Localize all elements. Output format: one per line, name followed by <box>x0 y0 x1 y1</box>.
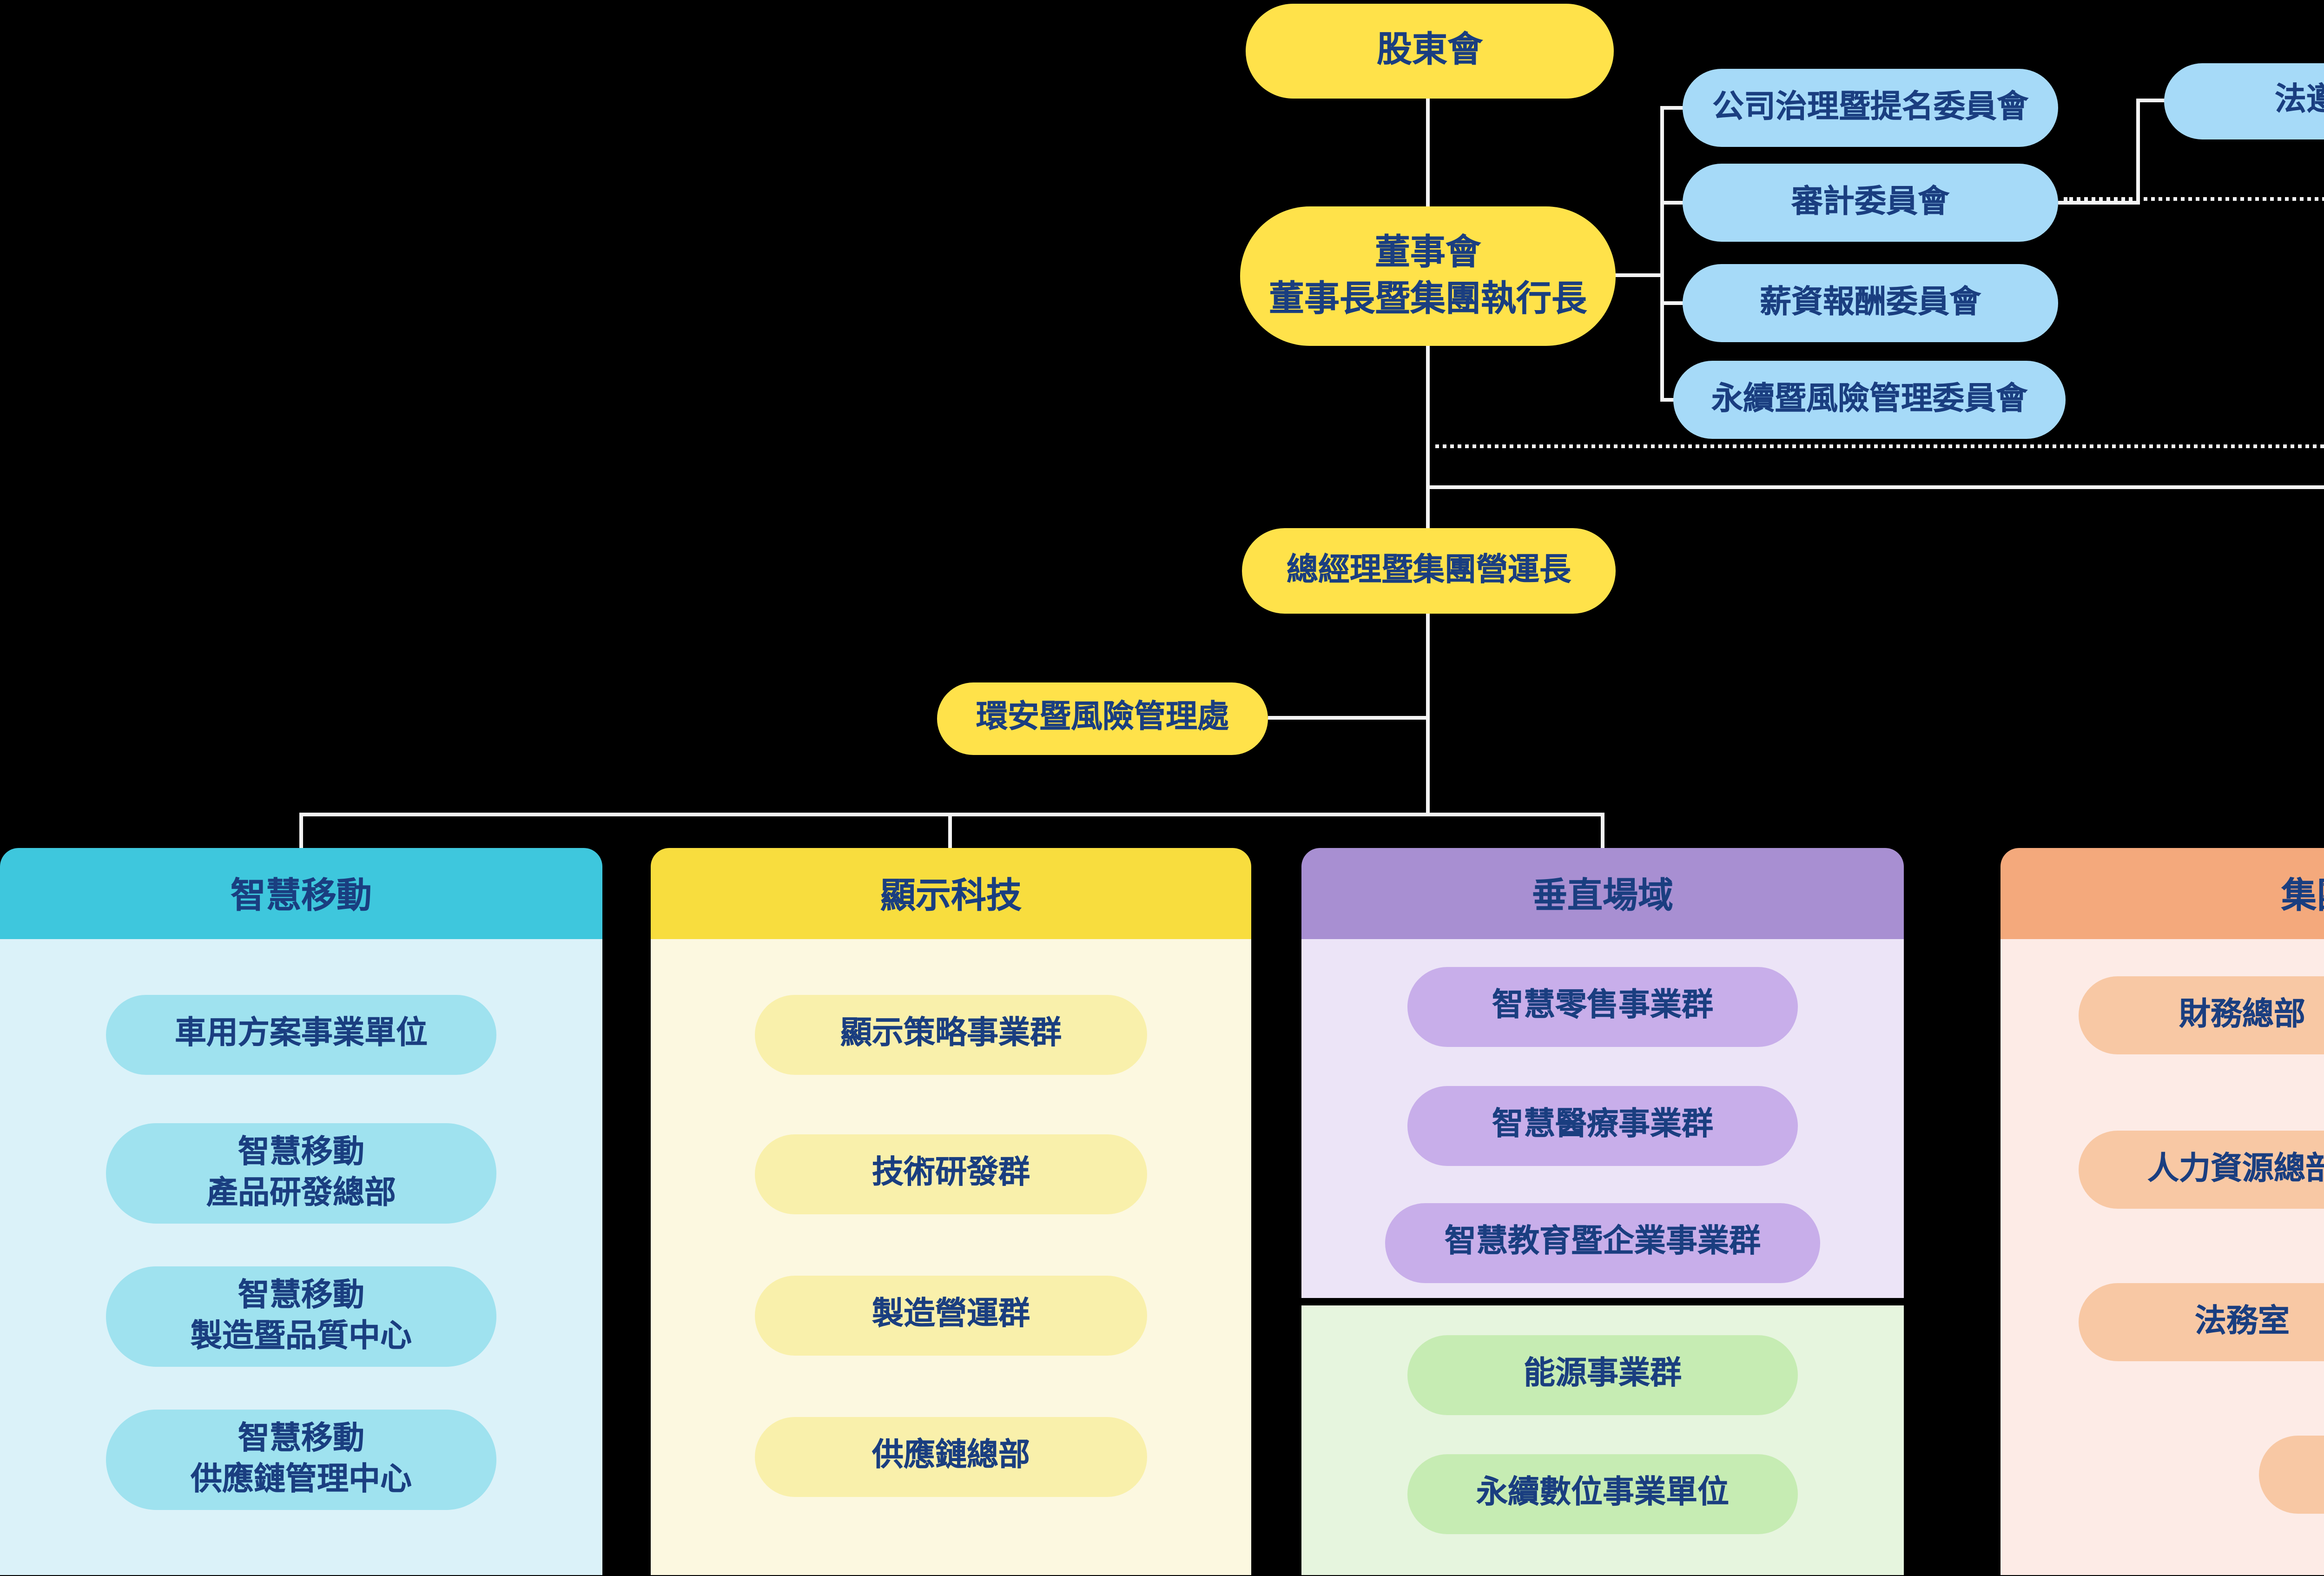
connector-drop-mobility <box>299 813 303 850</box>
node-board: 董事會 董事長暨集團執行長 <box>1240 206 1616 346</box>
unit-label: 智慧醫療事業群 <box>1492 1107 1713 1145</box>
node-compliance-counsel: 法遵總顧問 <box>2164 63 2324 139</box>
connector-committee-stub-3 <box>1660 301 1686 305</box>
unit-mobility-product-rd: 智慧移動 產品研發總部 <box>106 1123 496 1224</box>
unit-label: 財務總部 <box>2179 996 2305 1034</box>
unit-smart-education-enterprise: 智慧教育暨企業事業群 <box>1385 1203 1820 1283</box>
committee-label: 薪資報酬委員會 <box>1760 284 1981 322</box>
connector-board-committees <box>1614 273 1664 277</box>
unit-manufacturing-ops: 製造營運群 <box>755 1276 1147 1356</box>
committee-governance-nomination: 公司治理暨提名委員會 <box>1683 69 2058 147</box>
unit-label-2: 製造暨品質中心 <box>191 1318 412 1356</box>
division-title: 智慧移動 <box>230 876 372 917</box>
unit-label: 法務室 <box>2195 1303 2290 1341</box>
unit-label: 車用方案事業單位 <box>175 1016 428 1053</box>
node-shareholders-label: 股東會 <box>1376 30 1483 71</box>
unit-finance-hq: 財務總部 <box>2079 976 2324 1054</box>
unit-label: 永續數位事業單位 <box>1476 1475 1729 1513</box>
division-card-display-tech: 顯示科技 <box>651 848 1251 1575</box>
connector-risk-office <box>1268 716 1428 720</box>
unit-sustainable-digital: 永續數位事業單位 <box>1407 1454 1798 1534</box>
connector-committee-spine <box>1660 106 1664 402</box>
unit-legal-office: 法務室 <box>2079 1283 2324 1361</box>
unit-label-1: 智慧移動 <box>238 1420 364 1458</box>
unit-label-2: 產品研發總部 <box>206 1175 396 1212</box>
division-header-smart-mobility: 智慧移動 <box>0 848 602 939</box>
unit-audit-office: 稽核管理處 <box>2259 1436 2324 1514</box>
node-compliance-label: 法遵總顧問 <box>2275 82 2324 120</box>
connector-committee-stub-1 <box>1660 106 1686 110</box>
node-board-label-2: 董事長暨集團執行長 <box>1268 278 1587 319</box>
unit-mobility-supply-chain: 智慧移動 供應鏈管理中心 <box>106 1410 496 1510</box>
unit-label: 人力資源總部 <box>2147 1151 2324 1188</box>
unit-label: 能源事業群 <box>1524 1356 1682 1394</box>
node-president-coo: 總經理暨集團營運長 <box>1242 528 1616 614</box>
connector-audit-compliance <box>2136 99 2166 102</box>
unit-label: 技術研發群 <box>872 1155 1030 1193</box>
unit-label: 供應鏈總部 <box>872 1438 1030 1476</box>
unit-display-strategy: 顯示策略事業群 <box>755 995 1147 1075</box>
unit-automotive-solutions: 車用方案事業單位 <box>106 995 496 1075</box>
committee-audit: 審計委員會 <box>1683 164 2058 242</box>
connector-support-horizontal <box>1426 485 2324 489</box>
committee-sustainability-risk: 永續暨風險管理委員會 <box>1673 361 2066 439</box>
division-header-display-tech: 顯示科技 <box>651 848 1251 939</box>
connector-committee-stub-2 <box>1660 201 1686 205</box>
unit-label: 智慧教育暨企業事業群 <box>1445 1224 1761 1262</box>
committee-label: 公司治理暨提名委員會 <box>1712 89 2028 126</box>
unit-label-1: 智慧移動 <box>238 1134 364 1172</box>
dotted-compliance-horizontal <box>1426 444 2324 448</box>
unit-smart-retail: 智慧零售事業群 <box>1407 967 1798 1047</box>
division-title: 垂直場域 <box>1532 876 1673 917</box>
unit-label-2: 供應鏈管理中心 <box>191 1462 412 1499</box>
division-title: 顯示科技 <box>880 876 1022 917</box>
unit-supply-chain-hq: 供應鏈總部 <box>755 1417 1147 1497</box>
unit-energy: 能源事業群 <box>1407 1335 1798 1415</box>
unit-hr-hq: 人力資源總部 <box>2079 1131 2324 1209</box>
unit-label: 製造營運群 <box>872 1297 1030 1334</box>
connector-audit-up <box>2136 100 2140 205</box>
committee-label: 審計委員會 <box>1791 184 1949 221</box>
unit-mobility-mfg-quality: 智慧移動 製造暨品質中心 <box>106 1266 496 1367</box>
division-header-group-support: 集團營運支援單位 <box>2000 848 2324 939</box>
division-header-vertical-domains: 垂直場域 <box>1301 848 1904 939</box>
connector-audit-right <box>2058 201 2140 205</box>
node-shareholders: 股東會 <box>1246 4 1614 99</box>
connector-drop-display <box>948 813 952 850</box>
node-president-label: 總經理暨集團營運長 <box>1287 552 1571 589</box>
connector-shareholders-board <box>1426 95 1430 208</box>
connector-drop-vertical-domain <box>1601 813 1604 850</box>
unit-smart-medical: 智慧醫療事業群 <box>1407 1086 1798 1166</box>
unit-label: 智慧零售事業群 <box>1492 988 1713 1026</box>
committee-compensation: 薪資報酬委員會 <box>1683 264 2058 342</box>
committee-label: 永續暨風險管理委員會 <box>1711 381 2027 418</box>
unit-label: 顯示策略事業群 <box>840 1016 1062 1053</box>
dotted-audit-right <box>2064 197 2324 201</box>
node-ehs-risk-office: 環安暨風險管理處 <box>937 682 1268 755</box>
connector-divisions-horizontal <box>299 813 1604 816</box>
node-ehs-label: 環安暨風險管理處 <box>976 700 1229 737</box>
unit-tech-rd: 技術研發群 <box>755 1134 1147 1214</box>
unit-label-1: 智慧移動 <box>238 1277 364 1315</box>
node-board-label-1: 董事會 <box>1374 232 1481 273</box>
division-title: 集團營運支援單位 <box>2281 876 2324 917</box>
